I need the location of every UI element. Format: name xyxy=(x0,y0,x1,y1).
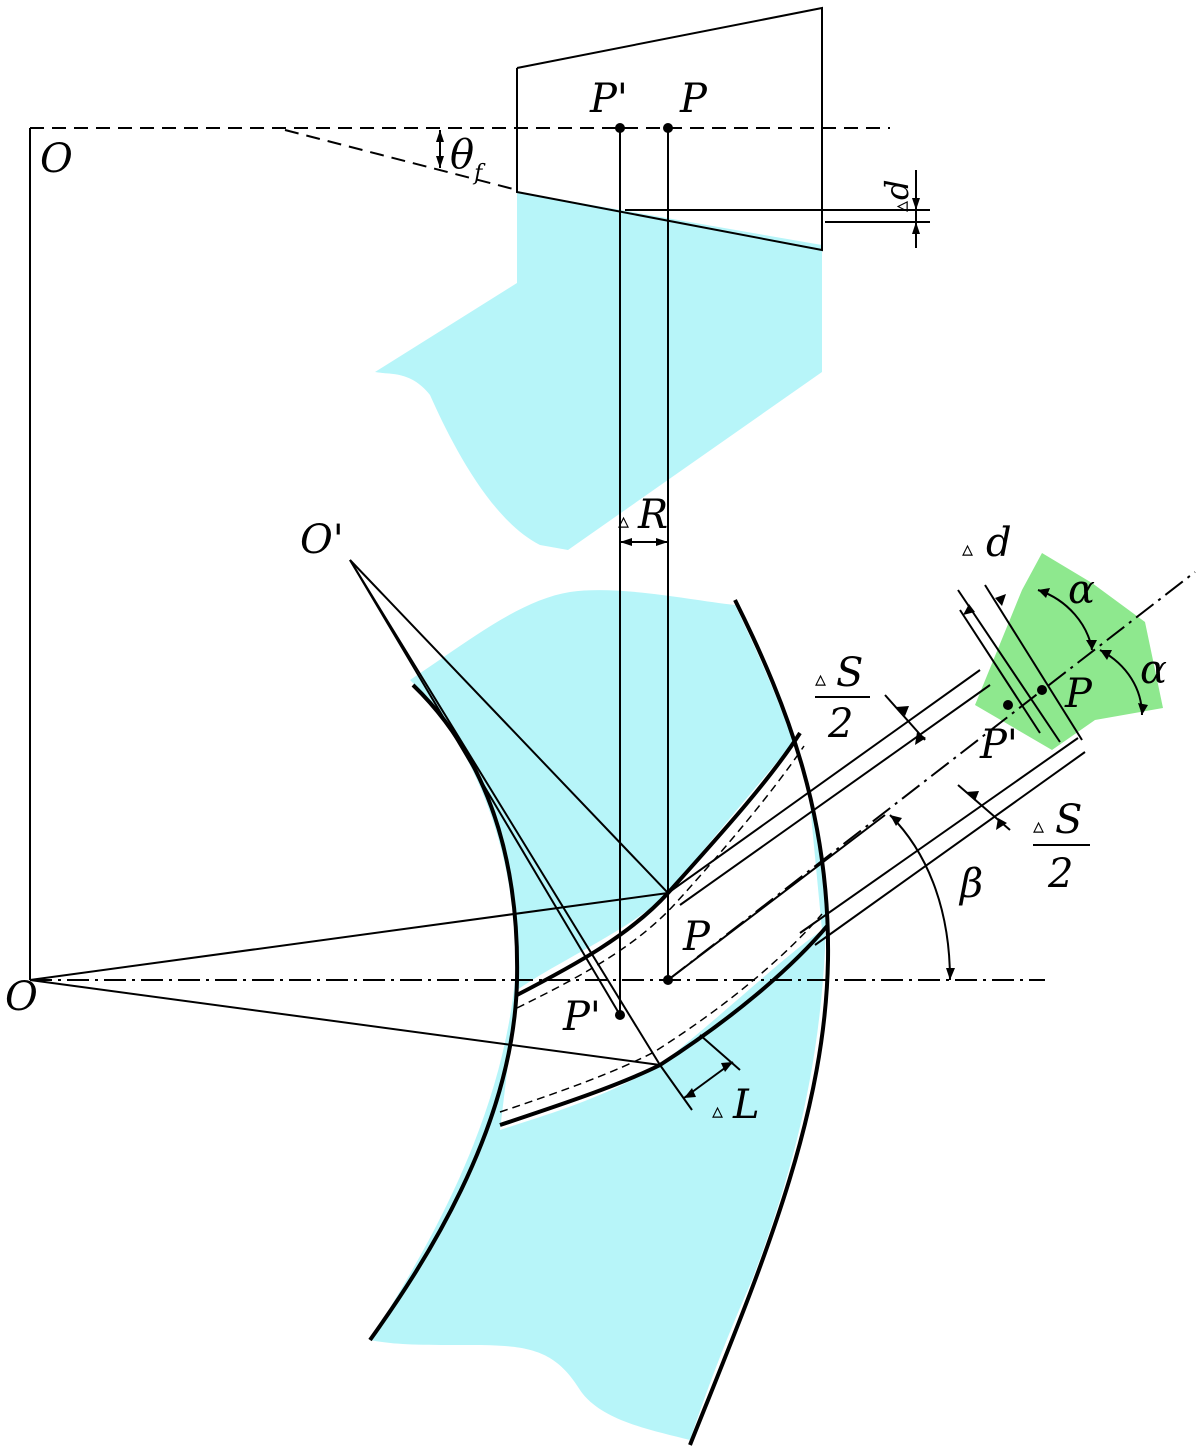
alpha-lower-arrow xyxy=(1138,703,1148,715)
alpha-upper-arrow2 xyxy=(1086,640,1097,650)
p-prime-top-point xyxy=(615,123,625,133)
theta-arrowhead-bottom xyxy=(436,156,444,168)
delta-r-arrow-left xyxy=(620,538,632,546)
label-p-green: P xyxy=(1064,671,1093,717)
o-ray-lower xyxy=(29,979,661,1066)
delta-d-top-arrow1 xyxy=(912,198,920,210)
label-o-prime: O' xyxy=(300,517,344,563)
alpha-upper-arrow xyxy=(1038,588,1050,598)
beta-line-e xyxy=(814,751,1086,946)
gear-outer-arc xyxy=(688,599,831,1446)
p-top-point xyxy=(663,123,673,133)
p-prime-green-point xyxy=(1003,700,1013,710)
label-delta-d-right-sym: ▵ xyxy=(962,537,973,562)
trapezoid xyxy=(516,6,823,252)
beta-arc xyxy=(889,814,951,981)
o-prime-ray-2 xyxy=(349,559,661,1066)
label-alpha-lower: α xyxy=(1140,647,1167,693)
label-p-prime-center: P' xyxy=(562,994,601,1040)
tooth-lower-flank-dashed xyxy=(499,913,823,1113)
label-p-top: P xyxy=(679,76,708,122)
label-beta: β xyxy=(958,861,983,907)
label-delta-r: R xyxy=(637,492,668,538)
label-theta-symbol: θ xyxy=(450,132,474,178)
label-alpha-upper: α xyxy=(1068,567,1095,613)
label-o-left: O xyxy=(5,974,38,1020)
green-line-1 xyxy=(957,589,1061,743)
delta-s-lower-arrow1 xyxy=(966,791,979,801)
label-two-upper: 2 xyxy=(827,701,853,747)
label-delta-s-upper: S xyxy=(836,650,863,696)
beta-line-d xyxy=(799,737,1079,934)
p-green-point xyxy=(1037,685,1047,695)
p-center-point xyxy=(663,975,673,985)
delta-s-lower-arrow2 xyxy=(996,818,1007,830)
theta-ray xyxy=(284,129,518,191)
beta-line-c xyxy=(667,814,886,981)
delta-d-right-arrow2 xyxy=(995,594,1006,606)
delta-l-ext-2 xyxy=(699,1034,741,1071)
green-region xyxy=(975,553,1163,750)
p-prime-center-point xyxy=(615,1010,625,1020)
alpha-lower-arrow2 xyxy=(1100,650,1112,660)
label-delta-l-sym: ▵ xyxy=(712,1099,723,1124)
label-p-prime-top: P' xyxy=(589,76,628,122)
label-delta-r-sym: ▵ xyxy=(618,509,629,534)
label-delta-s-lower-sym: ▵ xyxy=(1033,814,1044,839)
label-o-top: O xyxy=(40,136,73,182)
label-delta-s-lower: S xyxy=(1055,797,1082,843)
beta-line-b xyxy=(679,684,991,906)
theta-arrowhead-top xyxy=(436,130,444,142)
label-two-lower: 2 xyxy=(1047,851,1073,897)
delta-l-ext-1 xyxy=(659,1064,693,1111)
o-ray-upper xyxy=(29,892,669,981)
beta-line-a xyxy=(667,669,981,894)
o-prime-ray-1 xyxy=(349,559,669,894)
upper-cyan-region xyxy=(375,192,822,550)
green-line-3 xyxy=(959,609,1041,734)
tooth-slot xyxy=(500,731,822,1130)
delta-l-arrow2 xyxy=(721,1062,733,1072)
beta-arrow-bottom xyxy=(946,968,955,980)
delta-l-arrow1 xyxy=(684,1088,696,1098)
label-delta-d-top-d: d xyxy=(878,180,916,200)
delta-r-arrow-right xyxy=(656,538,668,546)
label-delta-d-right: d xyxy=(986,520,1012,566)
label-delta-d-top: ▵ d xyxy=(878,180,916,212)
o-prime-ray-3 xyxy=(349,559,621,1016)
label-p-prime-green: P' xyxy=(979,722,1018,768)
label-theta: θf xyxy=(450,132,486,186)
beta-arrow-top xyxy=(890,815,902,826)
delta-s-upper-arrow1 xyxy=(896,706,909,716)
green-line-2 xyxy=(984,584,1083,741)
label-delta-s-upper-sym: ▵ xyxy=(815,667,826,692)
label-p-center: P xyxy=(682,914,711,960)
label-delta-d-top-sym: ▵ xyxy=(889,201,914,212)
delta-d-top-arrow2 xyxy=(912,222,920,234)
tooth-upper-flank-dashed xyxy=(516,745,805,1009)
delta-d-right-arrow1 xyxy=(963,604,975,615)
delta-s-upper-arrow2 xyxy=(915,732,926,745)
label-delta-l: L xyxy=(732,1082,760,1128)
delta-s-upper-dim xyxy=(884,694,926,741)
